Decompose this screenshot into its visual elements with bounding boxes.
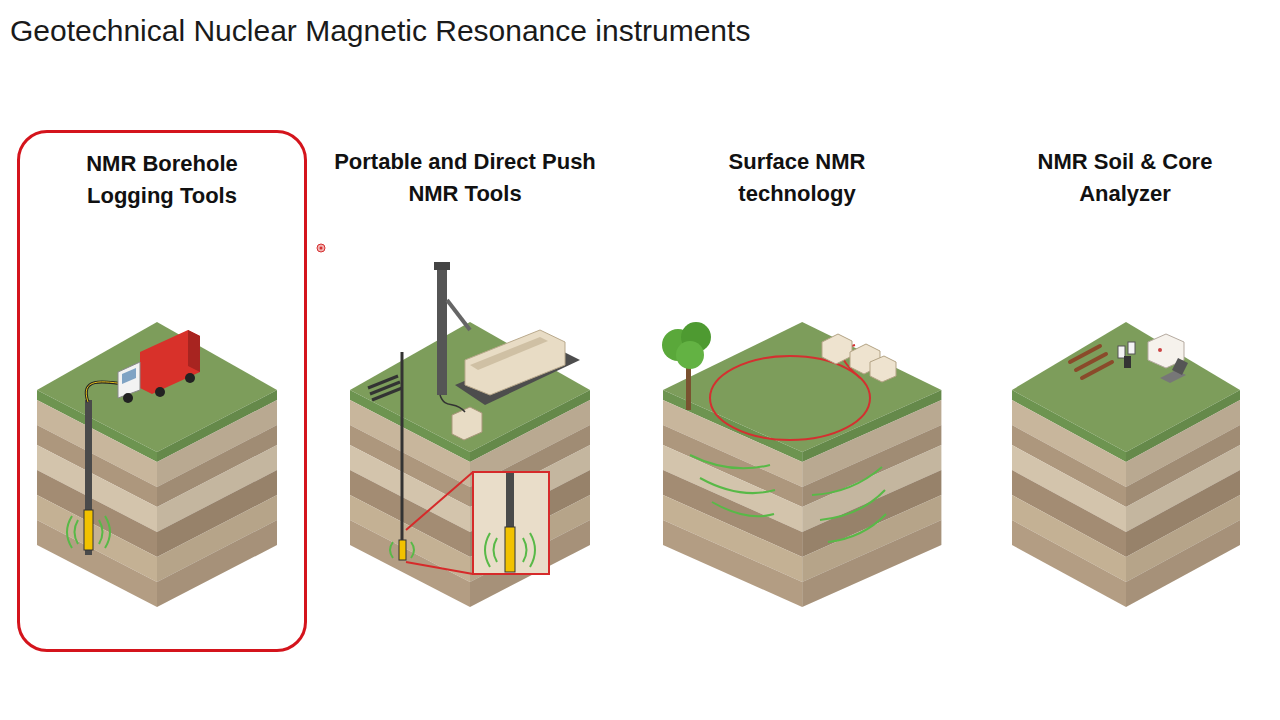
highlight-box: NMR Borehole Logging Tools bbox=[17, 130, 307, 652]
panel-heading: NMR Borehole Logging Tools bbox=[62, 148, 262, 212]
diagram-title: Geotechnical Nuclear Magnetic Resonance … bbox=[10, 14, 750, 48]
panel-heading: Portable and Direct Push NMR Tools bbox=[320, 146, 610, 210]
panel-heading: Surface NMR technology bbox=[697, 146, 897, 210]
panel-heading: NMR Soil & Core Analyzer bbox=[1020, 146, 1230, 210]
